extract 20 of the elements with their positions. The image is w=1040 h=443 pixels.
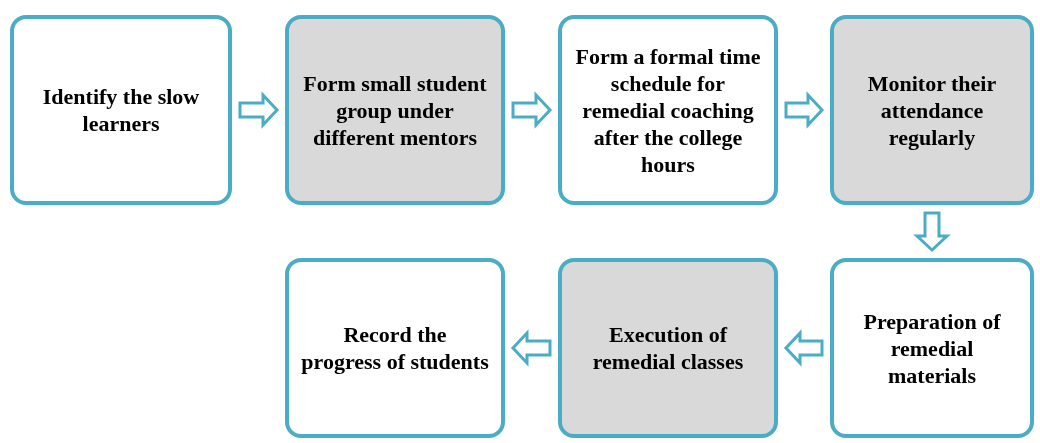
step-text: Preparation of remedial materials	[862, 307, 1002, 389]
step-text: Execution of remedial classes	[591, 321, 745, 375]
process-box	[285, 15, 505, 205]
block-arrow	[511, 91, 553, 129]
step-text: Form small student group under different mentors	[302, 69, 488, 151]
block-arrow	[510, 329, 552, 367]
block-arrow	[784, 91, 825, 129]
process-box	[10, 15, 232, 205]
process-box	[558, 15, 778, 205]
block-arrow	[913, 211, 951, 253]
process-box	[285, 258, 505, 438]
block-arrow	[783, 329, 824, 367]
process-box	[830, 258, 1034, 438]
step-text: Monitor their attendance regularly	[866, 69, 998, 151]
step-text: Form a formal time schedule for remedial coaching after the college hours	[574, 42, 762, 178]
step-text: Record the progress of students	[301, 321, 489, 375]
process-box	[830, 15, 1034, 205]
process-box	[558, 258, 778, 438]
step-text: Identify the slow learners	[41, 83, 201, 137]
block-arrow	[238, 91, 280, 129]
